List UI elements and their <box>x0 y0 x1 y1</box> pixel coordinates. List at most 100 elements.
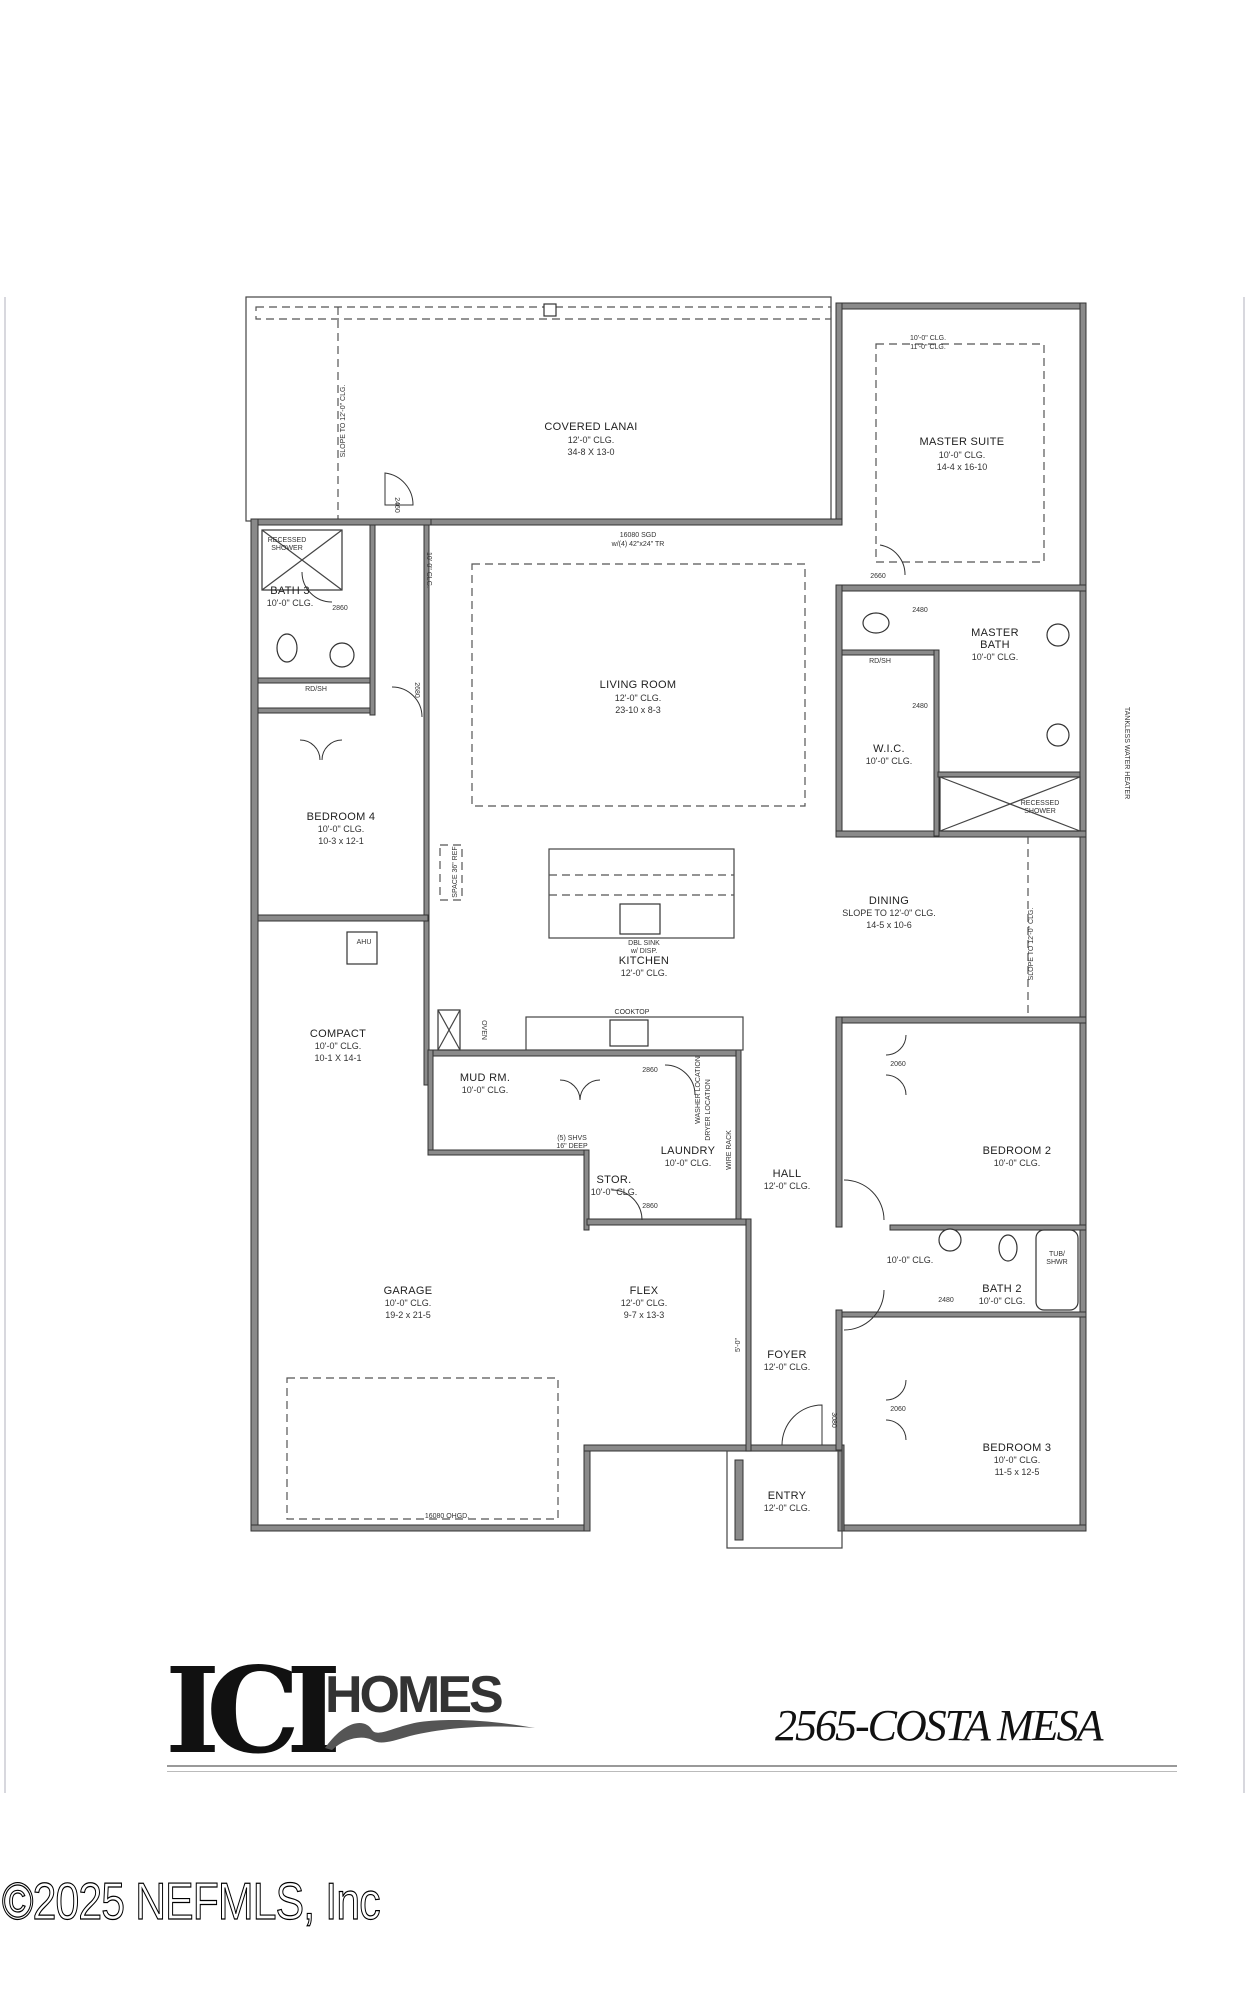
svg-text:9-7 x 13-3: 9-7 x 13-3 <box>624 1310 665 1320</box>
svg-text:BEDROOM 4: BEDROOM 4 <box>307 811 376 823</box>
plan-notes: 16080 SGD w/(4) 42"x24" TR RECESSED SHOW… <box>268 385 1130 1428</box>
svg-text:MUD RM.: MUD RM. <box>460 1072 510 1084</box>
svg-text:14-5 x 10-6: 14-5 x 10-6 <box>866 920 912 930</box>
sink-icon <box>938 1228 962 1252</box>
svg-text:3080: 3080 <box>830 1412 837 1428</box>
sink-icon <box>619 903 661 935</box>
svg-text:12'-0" CLG.: 12'-0" CLG. <box>764 1503 810 1513</box>
svg-text:BATH: BATH <box>980 639 1010 651</box>
svg-text:10'-0" CLG.: 10'-0" CLG. <box>972 652 1018 662</box>
svg-text:MASTER SUITE: MASTER SUITE <box>920 436 1005 448</box>
svg-text:HOMES: HOMES <box>325 1666 502 1724</box>
svg-text:STOR.: STOR. <box>597 1174 632 1186</box>
svg-text:11'-0" CLG.: 11'-0" CLG. <box>910 344 946 351</box>
svg-text:SLOPE TO 12'-0" CLG.: SLOPE TO 12'-0" CLG. <box>842 908 936 918</box>
ici-homes-logo: ICI HOMES <box>165 1641 535 1780</box>
toilet-icon <box>998 1234 1018 1262</box>
svg-text:12'-0" CLG.: 12'-0" CLG. <box>764 1362 810 1372</box>
svg-text:34-8 X 13-0: 34-8 X 13-0 <box>567 447 614 457</box>
svg-text:10'-0" CLG.: 10'-0" CLG. <box>994 1158 1040 1168</box>
page-edge-left <box>4 297 6 1793</box>
room-label-hall: HALL 12'-0" CLG. <box>764 1168 810 1191</box>
svg-text:12'-0" CLG.: 12'-0" CLG. <box>568 435 614 445</box>
svg-text:WASHER LOCATION: WASHER LOCATION <box>695 1056 702 1124</box>
svg-text:10'-0" CLG.: 10'-0" CLG. <box>315 1041 361 1051</box>
svg-text:23-10 x 8-3: 23-10 x 8-3 <box>615 705 661 715</box>
entry-column <box>734 1459 744 1541</box>
svg-text:ICI: ICI <box>165 1641 336 1780</box>
sink-icon <box>1046 623 1070 647</box>
svg-text:LAUNDRY: LAUNDRY <box>661 1145 716 1157</box>
ahu-unit <box>346 931 378 965</box>
svg-text:LIVING ROOM: LIVING ROOM <box>600 679 677 691</box>
svg-text:14-4 x 16-10: 14-4 x 16-10 <box>937 462 988 472</box>
master-tray-ceiling <box>875 343 1045 563</box>
svg-text:10'-0" CLG.: 10'-0" CLG. <box>979 1296 1025 1306</box>
room-label-bedroom3: BEDROOM 3 10'-0" CLG. 11-5 x 12-5 <box>983 1442 1051 1477</box>
svg-text:DBL SINK: DBL SINK <box>628 940 660 947</box>
svg-text:10'-0" CLG.: 10'-0" CLG. <box>267 598 313 608</box>
cooktop-counter <box>525 1016 744 1051</box>
room-label-master-suite: 10'-0" CLG. 11'-0" CLG. MASTER SUITE 10'… <box>910 335 1005 472</box>
room-label-entry: ENTRY 12'-0" CLG. <box>764 1490 810 1513</box>
svg-text:SLOPE TO 12'-0" CLG.: SLOPE TO 12'-0" CLG. <box>1028 908 1035 981</box>
svg-text:DRYER LOCATION: DRYER LOCATION <box>705 1079 712 1141</box>
room-label-laundry: LAUNDRY 10'-0" CLG. <box>661 1145 716 1168</box>
svg-text:GARAGE: GARAGE <box>384 1285 433 1297</box>
room-label-compact: COMPACT 10'-0" CLG. 10-1 X 14-1 AHU <box>310 939 372 1063</box>
svg-text:TANKLESS WATER HEATER: TANKLESS WATER HEATER <box>1123 707 1130 799</box>
svg-text:10'-0" CLG.: 10'-0" CLG. <box>591 1187 637 1197</box>
svg-text:OVEN: OVEN <box>480 1020 487 1040</box>
svg-text:BATH 3: BATH 3 <box>270 585 310 597</box>
svg-text:5'-0": 5'-0" <box>735 1338 742 1352</box>
room-label-bath3: BATH 3 10'-0" CLG. <box>267 585 313 608</box>
svg-text:FLEX: FLEX <box>630 1285 659 1297</box>
interior-walls <box>257 524 1087 1452</box>
svg-text:COVERED LANAI: COVERED LANAI <box>544 421 637 433</box>
copyright-watermark: ©2025 NEFMLS, Inc <box>2 1872 382 1931</box>
sink-icon <box>329 642 355 668</box>
svg-text:10'-0" CLG.: 10'-0" CLG. <box>866 756 912 766</box>
living-tray-ceiling <box>471 563 806 807</box>
svg-text:WIRE RACK: WIRE RACK <box>726 1130 733 1170</box>
svg-text:AHU: AHU <box>357 939 372 946</box>
svg-text:w/ DISP.: w/ DISP. <box>630 948 657 955</box>
room-label-master-bath: MASTER BATH 10'-0" CLG. <box>971 627 1019 662</box>
room-label-bedroom4: BEDROOM 4 10'-0" CLG. 10-3 x 12-1 <box>307 811 376 846</box>
svg-text:10'-0" CLG.: 10'-0" CLG. <box>994 1455 1040 1465</box>
svg-text:2460: 2460 <box>393 497 400 513</box>
svg-text:10'-0" CLG.: 10'-0" CLG. <box>385 1298 431 1308</box>
svg-text:KITCHEN: KITCHEN <box>619 955 669 967</box>
svg-text:SHOWER: SHOWER <box>1024 808 1056 815</box>
svg-text:DINING: DINING <box>869 895 909 907</box>
svg-text:FOYER: FOYER <box>767 1349 806 1361</box>
svg-text:TUB/: TUB/ <box>1049 1251 1065 1258</box>
svg-text:12'-0" CLG.: 12'-0" CLG. <box>621 968 667 978</box>
svg-text:SHOWER: SHOWER <box>271 545 303 552</box>
room-label-lanai: COVERED LANAI 12'-0" CLG. 34-8 X 13-0 <box>544 421 637 457</box>
svg-text:16080 OHGD.: 16080 OHGD. <box>425 1513 469 1520</box>
svg-text:BATH 2: BATH 2 <box>982 1283 1022 1295</box>
svg-text:COOKTOP: COOKTOP <box>615 1009 650 1016</box>
lanai-outline <box>245 296 832 522</box>
svg-text:(5) SHVS: (5) SHVS <box>557 1135 587 1142</box>
plan-title: 2565-COSTA MESA <box>775 1701 1103 1750</box>
lanai-column <box>543 303 557 317</box>
svg-text:10'-0" CLG.: 10'-0" CLG. <box>425 552 432 588</box>
svg-text:SLOPE TO 12'-0" CLG.: SLOPE TO 12'-0" CLG. <box>340 385 347 458</box>
svg-text:RECESSED: RECESSED <box>268 537 307 544</box>
svg-text:2860: 2860 <box>332 605 348 612</box>
room-label-bath2: 10'-0" CLG. BATH 2 10'-0" CLG. TUB/ SHWR <box>887 1251 1068 1306</box>
svg-text:10'-0" CLG.: 10'-0" CLG. <box>318 824 364 834</box>
toilet-icon <box>276 633 298 663</box>
cooktop-icon <box>609 1019 649 1047</box>
room-label-dining: DINING SLOPE TO 12'-0" CLG. 14-5 x 10-6 <box>842 895 936 930</box>
svg-text:16080 SGD: 16080 SGD <box>620 532 657 539</box>
room-label-living: LIVING ROOM 12'-0" CLG. 23-10 x 8-3 <box>600 679 677 715</box>
page-edge-right <box>1243 297 1245 1793</box>
svg-text:W.I.C.: W.I.C. <box>873 743 905 755</box>
svg-text:ENTRY: ENTRY <box>768 1490 807 1502</box>
svg-text:2860: 2860 <box>642 1067 658 1074</box>
svg-text:16" DEEP: 16" DEEP <box>556 1143 588 1150</box>
svg-text:MASTER: MASTER <box>971 627 1019 639</box>
